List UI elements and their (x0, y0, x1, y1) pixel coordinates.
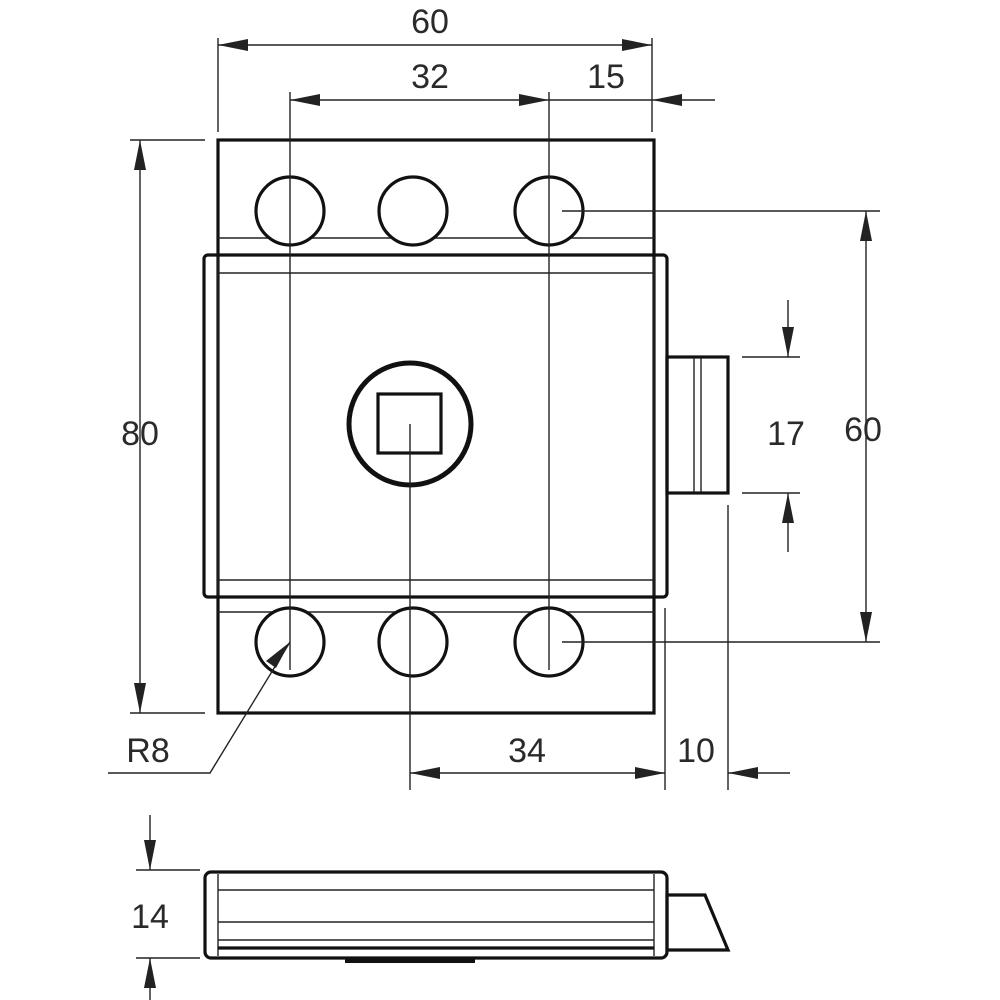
label-edge-offset: 15 (587, 58, 625, 96)
case-band (202, 253, 669, 599)
label-thickness: 14 (131, 898, 169, 936)
arrowhead (266, 642, 290, 668)
label-overall-width: 60 (411, 3, 449, 41)
side-base-tab (345, 958, 475, 963)
arrowhead (410, 767, 440, 779)
label-mount-span: 60 (844, 411, 882, 449)
arrowhead (144, 958, 156, 988)
arrowhead (860, 612, 872, 642)
label-bolt-width: 17 (767, 415, 805, 453)
label-corner-radius: R8 (126, 732, 169, 770)
arrowhead (134, 683, 146, 713)
arrowhead (782, 327, 794, 357)
label-bolt-throw: 10 (677, 732, 715, 770)
side-view (203, 870, 731, 963)
arrowhead (519, 94, 549, 106)
dimension-labels: 60 32 15 80 17 60 34 10 R8 14 (121, 3, 882, 936)
arrowhead (635, 767, 665, 779)
radius-leader (108, 641, 291, 774)
extension-lines (130, 38, 880, 959)
front-view (202, 138, 730, 715)
label-spindle-to-edge: 34 (508, 732, 546, 770)
label-height: 80 (121, 415, 159, 453)
arrowhead (134, 140, 146, 170)
side-bolt (665, 893, 731, 952)
arrowhead (218, 39, 248, 51)
arrowhead (622, 39, 652, 51)
arrowhead (860, 211, 872, 241)
side-body (203, 870, 669, 960)
mounting-hole-top-center (377, 175, 449, 247)
bolt (665, 355, 730, 495)
arrowhead (144, 840, 156, 870)
arrowhead (652, 94, 682, 106)
arrowhead (782, 493, 794, 523)
arrowhead (728, 767, 758, 779)
mounting-hole-bottom-center (377, 606, 449, 678)
dimension-lines (108, 39, 872, 1000)
arrowhead (290, 94, 320, 106)
label-hole-spacing: 32 (411, 58, 449, 96)
